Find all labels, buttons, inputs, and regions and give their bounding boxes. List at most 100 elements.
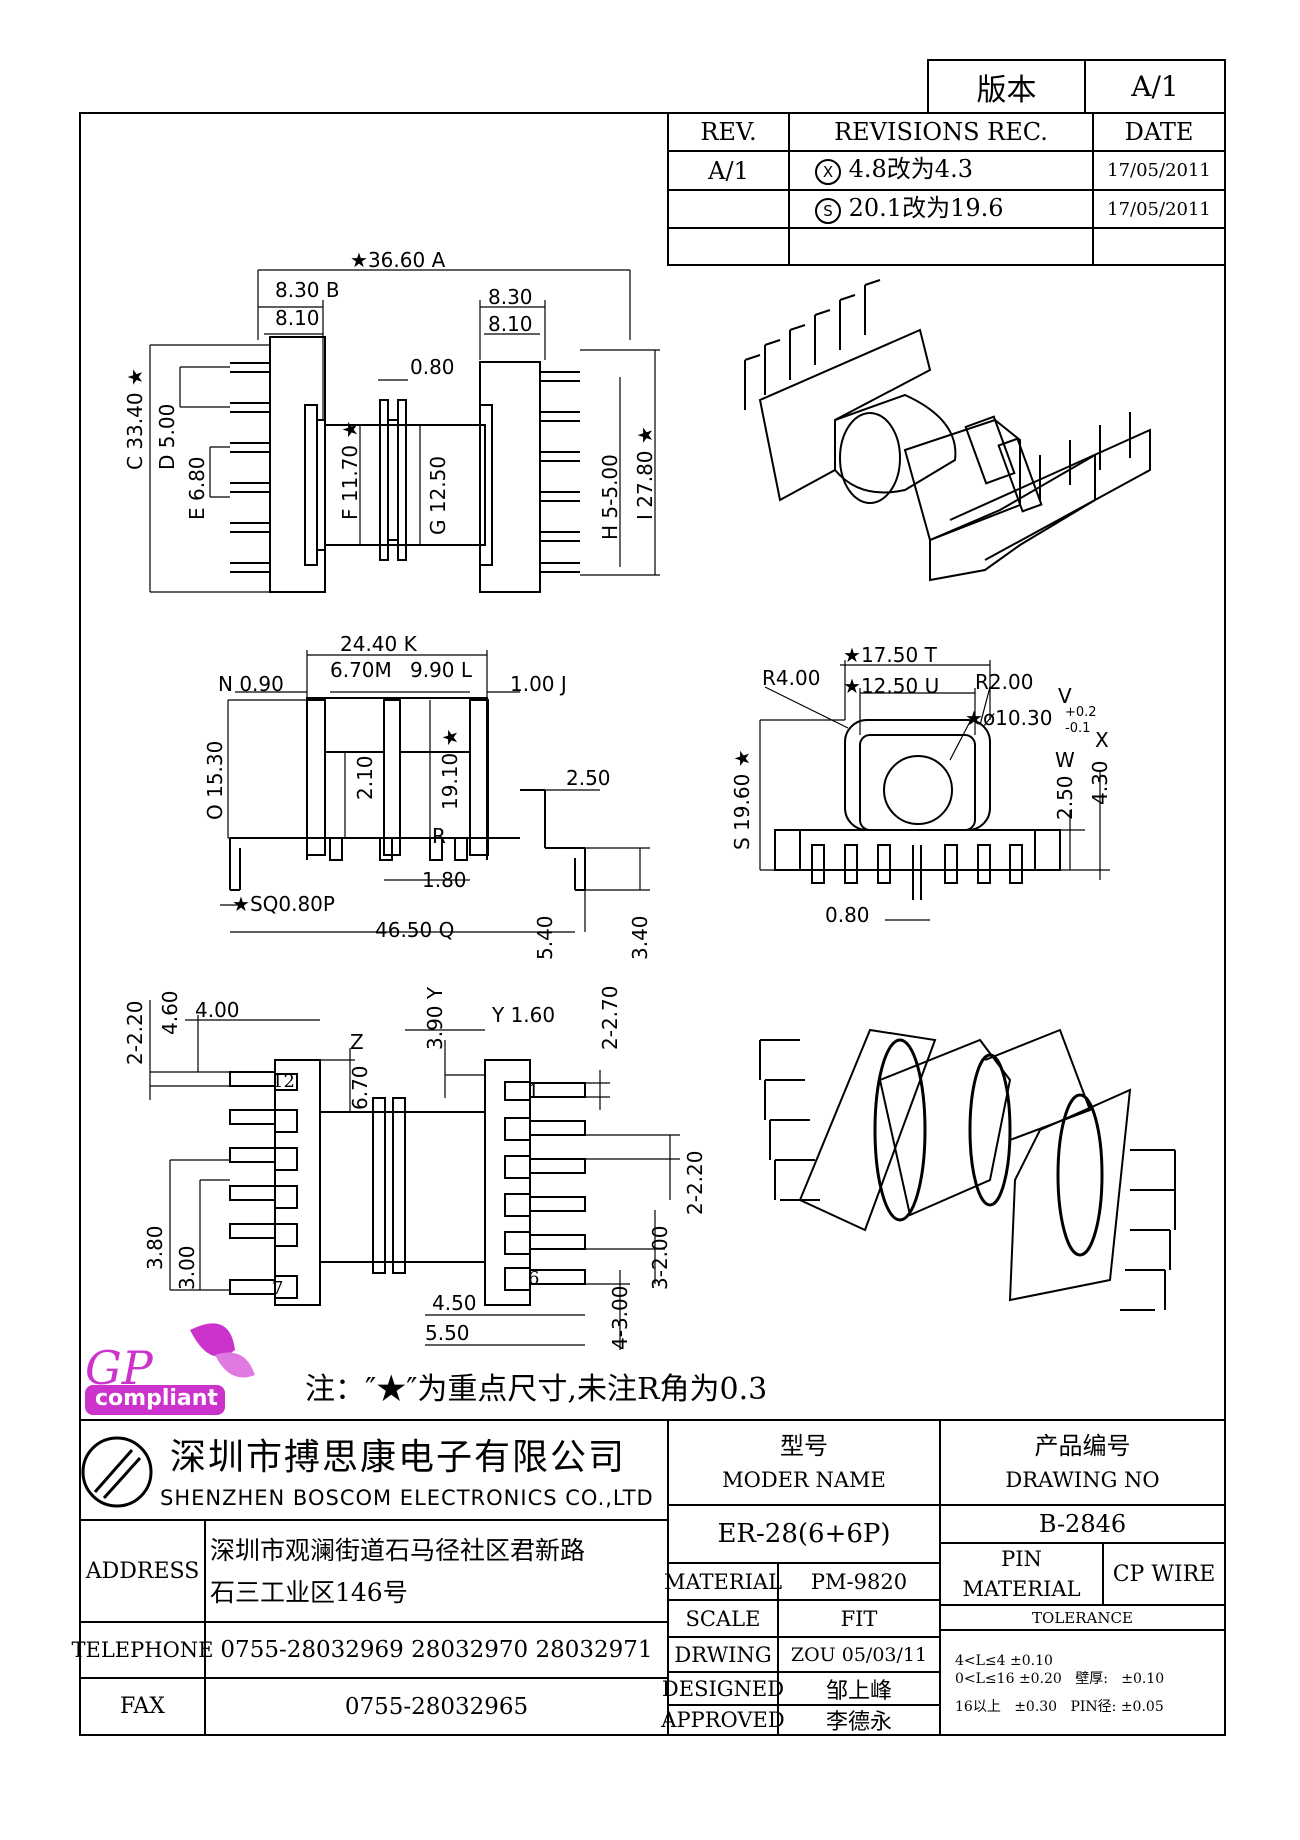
dim-2-2-20-left: 2-2.20 [123, 1000, 147, 1065]
dim-27-80: I 27.80 ★ [633, 426, 657, 520]
revisions-rec-header: REVISIONS REC. [834, 118, 1048, 146]
date-header: DATE [1124, 118, 1194, 146]
gp-leaf-icon [85, 1323, 255, 1415]
side-view-1-dims [149, 269, 660, 593]
revision-mark-circle: X [815, 159, 841, 185]
revision-date: 17/05/2011 [1107, 198, 1211, 220]
drawing-label-cn: 产品编号 [1034, 1431, 1131, 1460]
isometric-view-1 [744, 279, 1151, 582]
dim-5-40: 5.40 [533, 915, 557, 960]
dim-4-50: 4.50 [432, 1291, 477, 1315]
front-view-2 [229, 697, 586, 891]
tol-up: +0.2 [1065, 705, 1097, 720]
company-name-cn: 深圳市搏思康电子有限公司 [170, 1437, 627, 1478]
dim-3-80: 3.80 [143, 1225, 167, 1270]
revision-date: 17/05/2011 [1107, 160, 1211, 181]
dim-46-50: 46.50 Q [375, 918, 455, 942]
dim-8-10-right: 8.10 [488, 312, 533, 336]
revision-row-2: S 20.1改为19.6 [815, 196, 1004, 224]
front-view-3 [774, 719, 1061, 900]
dim-5-00: D 5.00 [155, 403, 179, 470]
material-value: PM-9820 [810, 1569, 908, 1594]
pin-label-6: 6 [528, 1268, 540, 1289]
dim-9-90: 9.90 L [410, 658, 473, 682]
pin-label-1: 1 [528, 1081, 540, 1102]
dim-4-00: 4.00 [195, 998, 240, 1022]
dim-36-60: ★36.60 A [350, 248, 446, 272]
dim-0-80: 0.80 [410, 355, 455, 379]
dim-3-40: 3.40 [628, 915, 652, 960]
dim-5-50: 5.50 [425, 1321, 470, 1345]
address-line-1: 深圳市观澜街道石马径社区君新路 [210, 1536, 586, 1565]
drwing-label: DRWING [674, 1642, 772, 1667]
drawing-no-value: B-2846 [1038, 1510, 1127, 1538]
designed-value: 邹上峰 [825, 1678, 892, 1704]
pin-material-value: CP WIRE [1112, 1561, 1216, 1587]
dim-6-70: 6.70M [330, 658, 392, 682]
dim-33-40: C 33.40 ★ [123, 368, 147, 470]
title-block-grid [80, 1419, 1225, 1735]
dim-8-10-left: 8.10 [275, 306, 320, 330]
dim-1-00: 1.00 J [510, 672, 567, 696]
revision-text: 20.1改为19.6 [848, 194, 1004, 222]
mark-z: Z [350, 1030, 364, 1054]
pin-label-12: 12 [272, 1071, 295, 1092]
dim-12-50: G 12.50 [426, 455, 450, 535]
drwing-value: ZOU 05/03/11 [790, 1643, 928, 1666]
address-line-2: 石三工业区146号 [210, 1578, 408, 1607]
dim-r4-00: R4.00 [762, 666, 821, 690]
dim-15-30: O 15.30 [203, 740, 227, 820]
telephone-value: 0755-28032969 28032970 28032971 [220, 1637, 653, 1663]
company-logo-icon [81, 1436, 153, 1508]
model-label-cn: 型号 [780, 1431, 828, 1460]
dim-2-50-v3: 2.50 [1053, 775, 1077, 820]
tolerance-row-3: 16以上 ±0.30 PIN径: ±0.05 [955, 1699, 1164, 1715]
mark-x: X [1095, 728, 1109, 752]
dim-8-30-left: 8.30 B [275, 278, 340, 302]
scale-value: FIT [840, 1606, 878, 1631]
revision-row-1: X 4.8改为4.3 [815, 157, 973, 185]
compliant-logo-text: compliant [95, 1386, 218, 1411]
dim-4-3-00: 4-3.00 [608, 1285, 632, 1350]
dim-1-80: 1.80 [422, 868, 467, 892]
pin-label-2-text: MATERIAL [962, 1576, 1081, 1601]
company-name-en: SHENZHEN BOSCOM ELECTRONICS CO.,LTD [160, 1486, 654, 1510]
pin-label-7: 7 [272, 1278, 284, 1299]
dim-r2-00: R2.00 [975, 670, 1034, 694]
tolerance-label: TOLERANCE [1032, 1608, 1133, 1627]
dim-8-30-right: 8.30 [488, 285, 533, 309]
address-label: ADDRESS [85, 1558, 200, 1584]
dim-0-90: N 0.90 [218, 672, 284, 696]
dim-2-10: 2.10 [353, 755, 377, 800]
front-view-2-dims [220, 650, 650, 933]
dim-6-80: E 6.80 [185, 456, 209, 520]
dim-3-2-00: 3-2.00 [648, 1225, 672, 1290]
dim-24-40: 24.40 K [340, 632, 417, 656]
tolerance-row-1: 4<L≤4 ±0.10 [955, 1653, 1053, 1669]
dim-2-2-70: 2-2.70 [598, 985, 622, 1050]
material-label: MATERIAL [663, 1569, 783, 1594]
dim-19-10: 19.10 ★ [438, 728, 462, 810]
fax-value: 0755-28032965 [344, 1693, 529, 1720]
mark-r: R [432, 824, 446, 848]
dim-2-50: 2.50 [566, 766, 611, 790]
dim-17-50: ★17.50 T [843, 643, 937, 667]
version-label: 版本 [976, 72, 1037, 108]
mark-w: W [1055, 748, 1075, 772]
revision-mark-circle: S [815, 198, 841, 224]
dim-4-60: 4.60 [158, 990, 182, 1035]
dim-2-2-20-right: 2-2.20 [683, 1150, 707, 1215]
pin-label-1-text: PIN [1001, 1547, 1042, 1571]
side-view-1 [230, 336, 580, 593]
telephone-label: TELEPHONE [71, 1638, 214, 1662]
fax-label: FAX [120, 1694, 165, 1719]
gp-logo-text: GP [85, 1341, 153, 1395]
top-view-4-dims [149, 1000, 680, 1350]
rev-value: A/1 [708, 156, 749, 185]
approved-value: 李德永 [825, 1710, 892, 1735]
dim-19-60: S 19.60 ★ [730, 749, 754, 850]
rev-header: REV. [700, 118, 757, 146]
dim-sq0-80: ★SQ0.80P [232, 892, 335, 916]
dim-3-00: 3.00 [175, 1245, 199, 1290]
